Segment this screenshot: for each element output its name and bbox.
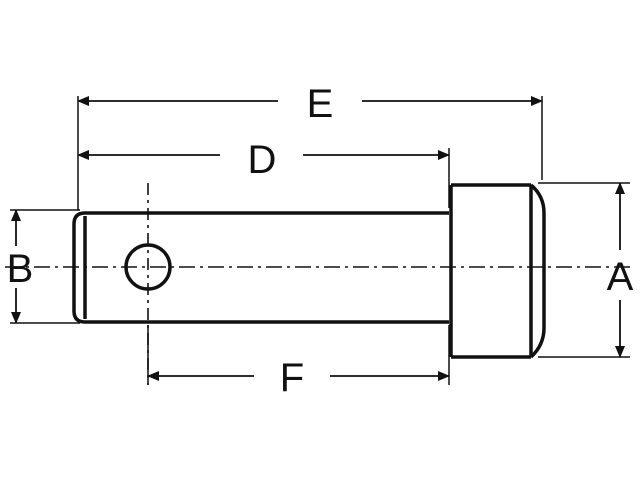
dimension-label-a: A [607,255,634,299]
dimension-b: B [7,209,34,324]
dimension-label-e: E [307,82,334,126]
dimension-label-b: B [7,247,34,291]
dimension-e: E [77,82,543,126]
dimension-label-d: D [248,138,277,182]
dimension-f: F [147,356,450,400]
pin-shaft [72,211,449,324]
extension-lines [10,96,630,385]
cross-hole [124,243,172,291]
dimension-a: A [607,182,634,358]
pin-head [449,183,546,359]
dimension-d: D [77,138,450,182]
dimension-label-f: F [280,356,304,400]
